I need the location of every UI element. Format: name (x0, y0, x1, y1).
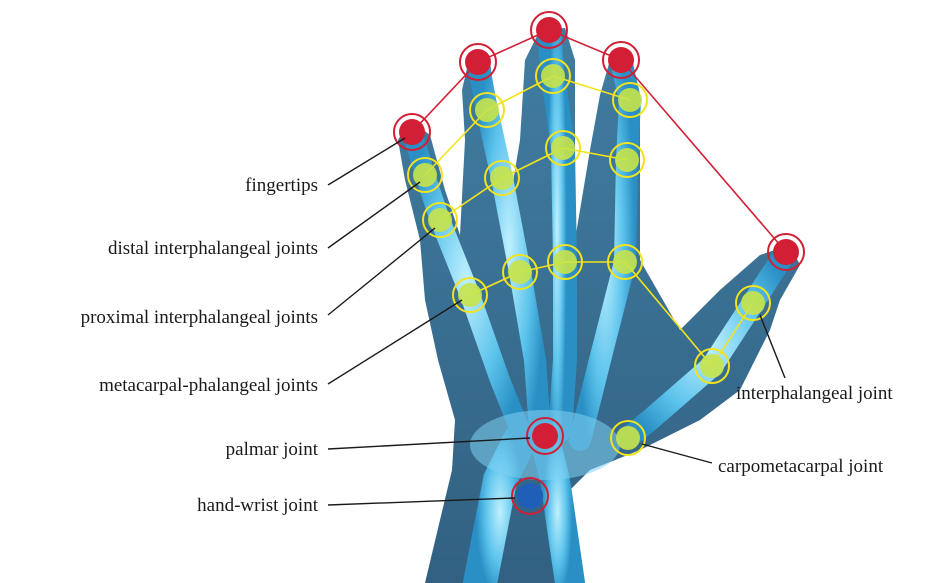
palmar-keypoint (527, 418, 563, 454)
label-pip: proximal interphalangeal joints (81, 307, 318, 328)
fingertip-keypoint (603, 42, 639, 78)
cmc-keypoint (611, 421, 645, 455)
dip-keypoint (613, 83, 647, 117)
label-mcp: metacarpal-phalangeal joints (99, 375, 318, 396)
leader-dip (328, 182, 420, 248)
dip-keypoint (536, 59, 570, 93)
leader-ip (760, 315, 785, 378)
fingertip-keypoint (394, 114, 430, 150)
leader-cmc (642, 444, 712, 463)
dip-keypoint (470, 93, 504, 127)
mcp-keypoint (608, 245, 642, 279)
pip-keypoint (485, 161, 519, 195)
label-cmc: carpometacarpal joint (718, 456, 884, 477)
leader-pip (328, 228, 435, 315)
thumb-ip-keypoint (736, 286, 770, 320)
fingertip-keypoint (460, 44, 496, 80)
label-dip: distal interphalangeal joints (108, 238, 318, 259)
label-wrist: hand-wrist joint (197, 495, 319, 516)
label-fingertips: fingertips (245, 175, 318, 196)
fingertip-keypoint (768, 234, 804, 270)
label-ip: interphalangeal joint (736, 383, 893, 404)
pip-keypoint (610, 143, 644, 177)
pip-keypoint (423, 203, 457, 237)
mcp-keypoint (453, 278, 487, 312)
mcp-keypoint (503, 255, 537, 289)
thumb-mcp-keypoint (695, 349, 729, 383)
wrist-keypoint (512, 478, 548, 514)
label-palmar: palmar joint (226, 439, 319, 460)
leader-fingertips (328, 138, 405, 185)
pip-keypoint (546, 131, 580, 165)
mcp-keypoint (548, 245, 582, 279)
fingertip-keypoint (531, 12, 567, 48)
